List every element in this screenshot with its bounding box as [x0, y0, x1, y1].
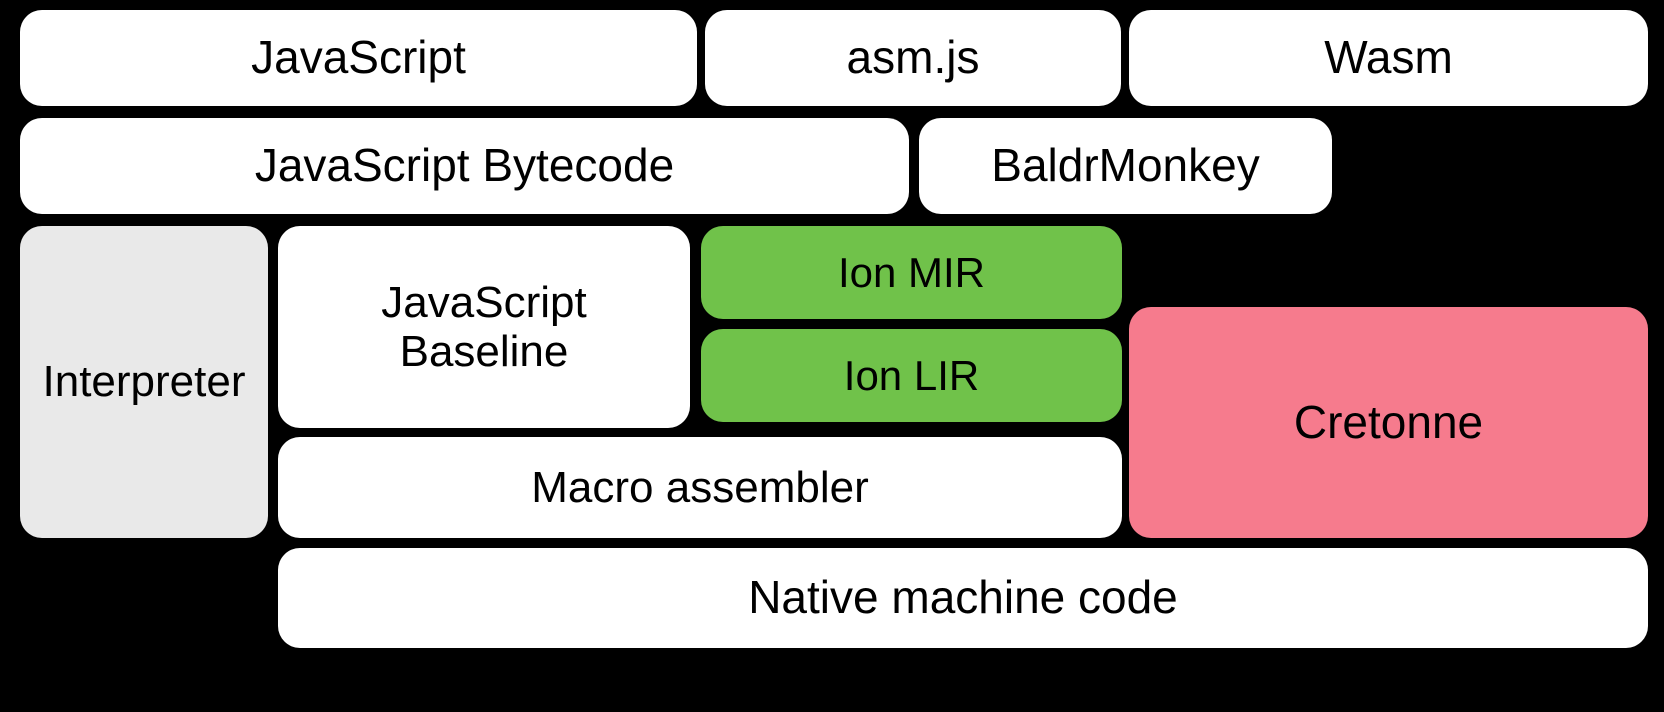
node-label-cretonne: Cretonne — [1293, 395, 1484, 448]
node-javascript-baseline: JavaScript Baseline — [278, 226, 690, 428]
node-label-javascript-baseline: JavaScript Baseline — [381, 277, 587, 376]
node-label-wasm: Wasm — [1324, 31, 1453, 84]
node-javascript-bytecode: JavaScript Bytecode — [20, 118, 909, 214]
node-label-native-machine-code: Native machine code — [748, 571, 1178, 624]
node-label-macro-assembler: Macro assembler — [531, 462, 869, 512]
node-javascript: JavaScript — [20, 10, 697, 106]
node-wasm: Wasm — [1129, 10, 1648, 106]
node-macro-assembler: Macro assembler — [278, 437, 1122, 538]
node-label-javascript-bytecode: JavaScript Bytecode — [254, 139, 675, 192]
node-asm-js: asm.js — [705, 10, 1121, 106]
node-interpreter: Interpreter — [20, 226, 268, 538]
node-baldrmonkey: BaldrMonkey — [919, 118, 1332, 214]
node-ion-mir: Ion MIR — [701, 226, 1122, 319]
node-cretonne: Cretonne — [1129, 307, 1648, 538]
node-label-asm-js: asm.js — [846, 31, 980, 84]
node-label-baldrmonkey: BaldrMonkey — [991, 139, 1260, 192]
node-label-ion-mir: Ion MIR — [837, 248, 986, 296]
node-native-machine-code: Native machine code — [278, 548, 1648, 648]
node-ion-lir: Ion LIR — [701, 329, 1122, 422]
node-label-ion-lir: Ion LIR — [843, 351, 980, 399]
node-label-interpreter: Interpreter — [42, 357, 246, 407]
node-label-javascript: JavaScript — [251, 31, 466, 84]
